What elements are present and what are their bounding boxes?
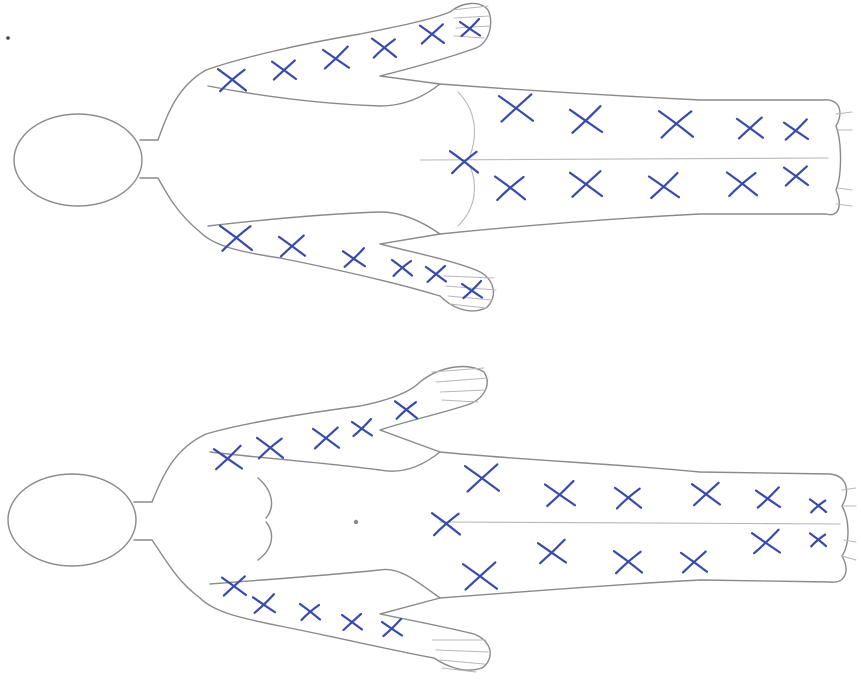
- foot-top-mark: [784, 119, 808, 139]
- forearm-bottom-mark: [382, 619, 402, 636]
- lower-leg-bottom-mark: [752, 530, 780, 553]
- body-figure-anterior: [8, 367, 856, 672]
- body-outline: [134, 367, 848, 671]
- finger-lines-bottom: [432, 640, 488, 672]
- chest-curve-top: [258, 478, 272, 518]
- lower-leg-top-mark: [615, 488, 641, 509]
- shoulder-blade-top: [458, 92, 474, 156]
- lower-leg-bottom-mark: [727, 173, 757, 197]
- lower-leg-top-mark: [659, 111, 693, 138]
- forearm-bottom-mark: [426, 266, 446, 282]
- lower-leg-top-mark: [737, 118, 763, 139]
- toe-lines: [842, 488, 856, 560]
- upper-arm-top-mark: [214, 446, 242, 469]
- lower-leg-top-mark: [692, 483, 720, 505]
- arm-gap-bottom: [208, 212, 440, 234]
- leg-division-line: [440, 522, 840, 524]
- upper-leg-top-mark: [465, 464, 499, 491]
- hand-bottom-mark: [462, 281, 482, 298]
- upper-leg-bottom-mark: [495, 177, 525, 201]
- upper-arm-top-mark: [272, 60, 296, 79]
- forearm-bottom-mark: [392, 260, 412, 276]
- forearm-bottom-mark: [342, 614, 362, 630]
- upper-leg-bottom-mark: [570, 171, 602, 197]
- upper-leg-top-mark: [570, 106, 602, 133]
- head-outline: [14, 114, 142, 206]
- upper-arm-bottom-mark: [279, 236, 305, 257]
- body-figure-posterior: [14, 3, 852, 310]
- upper-arm-top-mark: [218, 69, 246, 91]
- finger-lines-top: [452, 6, 490, 38]
- foot-bottom-mark: [784, 166, 808, 185]
- body-outline: [140, 3, 841, 310]
- forearm-top-mark: [313, 428, 339, 449]
- upper-arm-top-mark: [257, 438, 283, 459]
- upper-arm-bottom-mark: [253, 594, 275, 613]
- upper-leg-top-mark: [545, 481, 575, 506]
- foot-bottom-mark: [810, 533, 826, 546]
- leg-division-line: [420, 158, 828, 160]
- arm-gap-top: [210, 452, 440, 471]
- chest-curve-bottom: [258, 522, 272, 560]
- forearm-top-mark: [395, 401, 417, 419]
- foot-top-mark: [810, 499, 826, 512]
- lower-leg-bottom-mark: [649, 173, 679, 198]
- upper-arm-bottom-mark: [220, 226, 252, 251]
- shoulder-blade-bottom: [458, 166, 474, 226]
- lower-leg-bottom-mark: [614, 551, 642, 573]
- stray-dot: [6, 36, 10, 40]
- pain-marks-layer: [214, 19, 826, 636]
- upper-leg-top-mark: [499, 94, 533, 121]
- upper-arm-bottom-mark: [222, 576, 246, 595]
- upper-leg-bottom-mark: [463, 562, 497, 589]
- lower-leg-top-mark: [756, 487, 780, 507]
- groin-mark: [432, 513, 460, 535]
- head-outline: [8, 474, 136, 566]
- spine-mark: [450, 151, 478, 173]
- forearm-top-mark: [352, 419, 372, 436]
- finger-lines-top: [432, 368, 488, 402]
- forearm-bottom-mark: [343, 248, 365, 267]
- forearm-bottom-mark: [300, 604, 320, 620]
- upper-leg-bottom-mark: [538, 540, 566, 563]
- forearm-top-mark: [323, 47, 349, 69]
- toe-lines: [836, 112, 852, 206]
- lower-leg-bottom-mark: [681, 552, 707, 573]
- navel-dot: [354, 520, 358, 524]
- forearm-top-mark: [372, 39, 396, 58]
- forearm-top-mark: [420, 24, 444, 43]
